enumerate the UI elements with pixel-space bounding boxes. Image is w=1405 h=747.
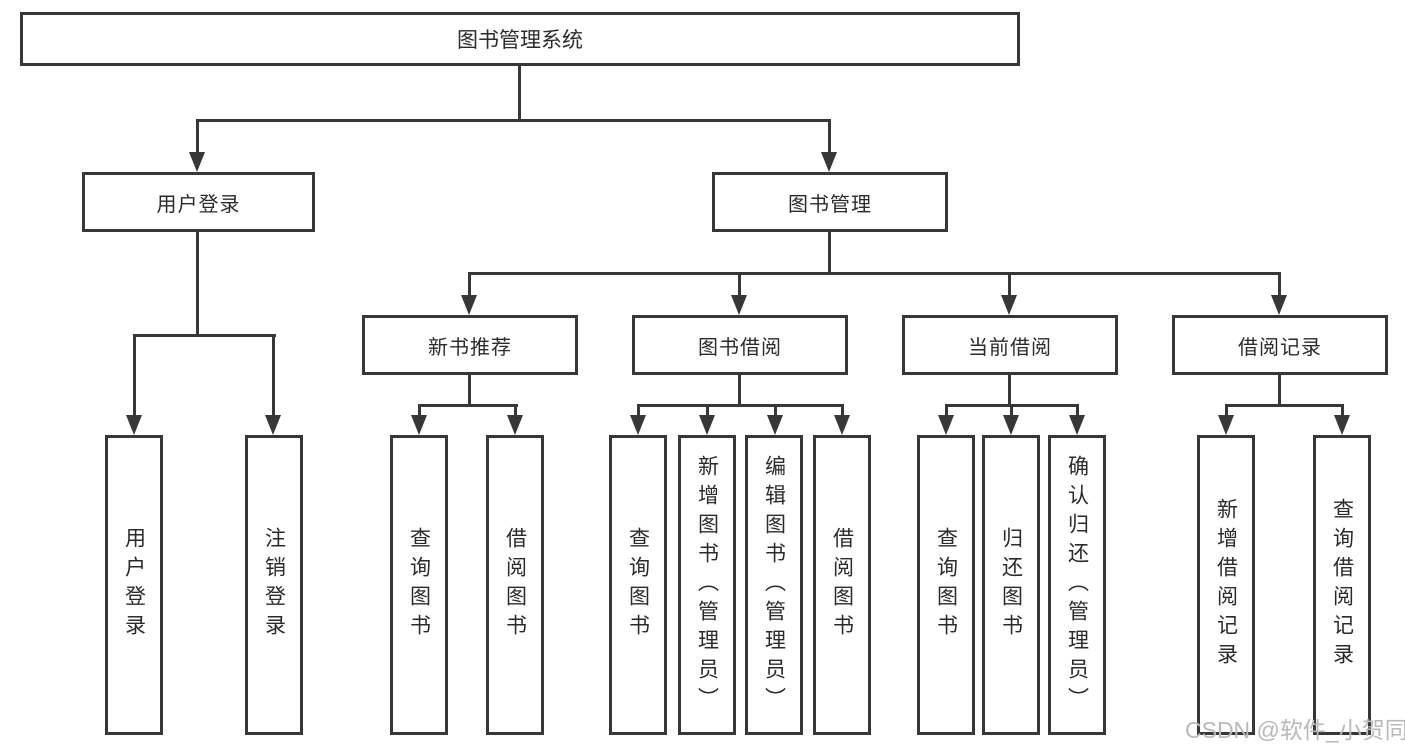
node-current-borrow: 当前借阅 [902,315,1118,375]
arrow-down [731,295,747,315]
arrow-down [1003,415,1019,435]
leaf-label: 借阅图书 [503,527,527,643]
connector-line [841,404,844,417]
node-label: 图书借阅 [698,336,782,359]
connector-line [1225,404,1228,417]
connector-line [738,272,741,297]
connector-line [196,119,199,154]
leaf-label: 新增图书（管理员） [695,454,719,716]
connector-line [418,404,518,407]
arrow-down [411,415,427,435]
node-label: 借阅记录 [1238,336,1322,359]
leaf-borrow-edit-admin: 编辑图书（管理员） [745,435,803,735]
leaf-logout: 注销登录 [245,435,303,735]
connector-line [1341,404,1344,417]
leaf-newbooks-search: 查询图书 [390,435,448,735]
connector-line [945,404,948,417]
connector-line [518,66,521,122]
leaf-label: 查询图书 [626,527,650,643]
leaf-label: 查询借阅记录 [1330,498,1354,672]
connector-line [1076,404,1079,417]
leaf-borrow-search: 查询图书 [609,435,667,735]
arrow-down [1069,415,1085,435]
connector-line [706,404,709,417]
connector-line [514,404,517,417]
connector-line [637,404,844,407]
arrow-down [189,152,205,172]
arrow-down [126,415,142,435]
arrow-down [507,415,523,435]
node-label: 新书推荐 [428,336,512,359]
arrow-down [1334,415,1350,435]
arrow-down [1271,295,1287,315]
connector-line [828,119,831,154]
connector-line [272,334,275,416]
arrow-down [630,415,646,435]
leaf-current-search: 查询图书 [917,435,975,735]
leaf-label: 查询图书 [407,527,431,643]
connector-line [133,334,136,416]
connector-line [418,404,421,417]
connector-line [1278,272,1281,297]
node-root-system: 图书管理系统 [20,12,1020,66]
node-label: 用户登录 [156,193,241,216]
arrow-down [265,415,281,435]
csdn-watermark: CSDN @软件_小贺同学 [1185,717,1405,743]
connector-line [1225,404,1343,407]
connector-line [1008,272,1011,297]
node-user-login: 用户登录 [82,172,315,232]
leaf-label: 查询图书 [934,527,958,643]
arrow-down [699,415,715,435]
arrow-down [1001,295,1017,315]
connector-line [738,375,741,406]
arrow-down [767,415,783,435]
leaf-label: 编辑图书（管理员） [762,454,786,716]
leaf-borrow-borrow: 借阅图书 [813,435,871,735]
leaf-records-add: 新增借阅记录 [1197,435,1255,735]
connector-line [468,272,1281,275]
connector-line [196,119,831,122]
node-label: 当前借阅 [968,336,1052,359]
leaf-label: 归还图书 [999,527,1023,643]
connector-line [468,272,471,297]
node-label: 图书管理 [788,193,872,216]
leaf-label: 借阅图书 [830,527,854,643]
leaf-label: 新增借阅记录 [1214,498,1238,672]
leaf-label: 注销登录 [262,527,286,643]
arrow-down [938,415,954,435]
connector-line [637,404,640,417]
connector-line [1278,375,1281,406]
connector-line [196,232,199,335]
node-borrow-records: 借阅记录 [1172,315,1388,375]
leaf-user-login: 用户登录 [105,435,163,735]
connector-line [774,404,777,417]
leaf-current-confirm-admin: 确认归还（管理员） [1048,435,1106,735]
arrow-down [1218,415,1234,435]
leaf-records-search: 查询借阅记录 [1313,435,1371,735]
connector-line [133,334,276,337]
connector-line [828,232,831,274]
node-label: 图书管理系统 [457,29,583,52]
connector-line [1010,404,1013,417]
connector-line [468,375,471,406]
leaf-label: 用户登录 [122,527,146,643]
node-book-borrow: 图书借阅 [632,315,848,375]
node-book-management: 图书管理 [712,172,948,232]
leaf-label: 确认归还（管理员） [1065,454,1089,716]
arrow-down [461,295,477,315]
connector-line [1008,375,1011,406]
leaf-newbooks-borrow: 借阅图书 [486,435,544,735]
leaf-borrow-add-admin: 新增图书（管理员） [678,435,736,735]
arrow-down [834,415,850,435]
node-new-book-recommend: 新书推荐 [362,315,578,375]
arrow-down [821,152,837,172]
leaf-current-return: 归还图书 [982,435,1040,735]
